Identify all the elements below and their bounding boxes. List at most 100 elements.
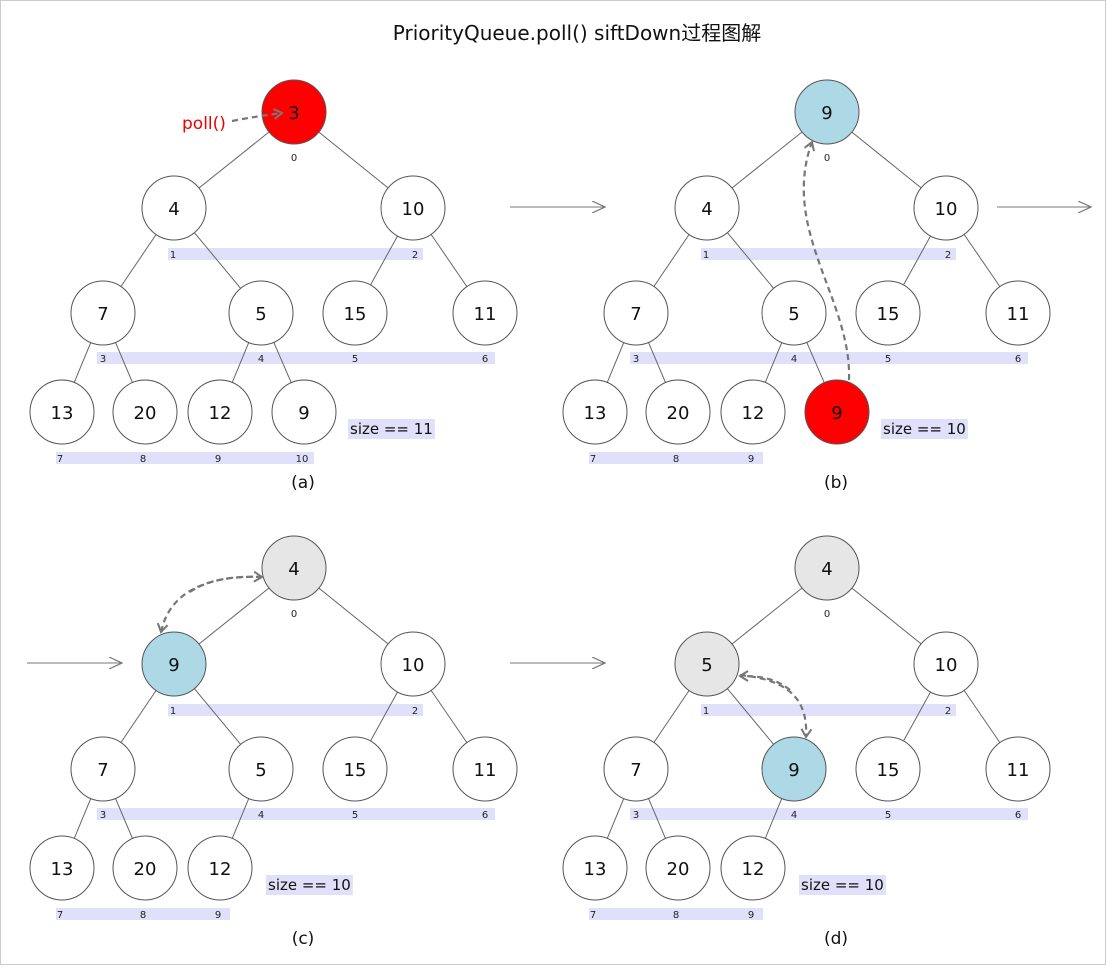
- node-index: 10: [296, 454, 309, 465]
- node-value: 15: [877, 304, 900, 325]
- node-value: 11: [474, 760, 497, 781]
- heap-node: 41: [141, 175, 207, 261]
- heap-node: 90: [794, 79, 860, 164]
- node-index: 2: [412, 250, 418, 261]
- node-value: 13: [51, 859, 74, 880]
- node-circle: [645, 835, 711, 901]
- node-index: 7: [590, 910, 596, 921]
- heap-node: 155: [322, 280, 388, 365]
- node-value: 7: [97, 760, 108, 781]
- size-label: size == 10: [799, 875, 886, 895]
- index-band: [701, 704, 956, 716]
- tree-edge: [606, 798, 625, 839]
- diagram-title: PriorityQueue.poll() siftDown过程图解: [393, 21, 761, 45]
- node-index: 5: [352, 810, 358, 821]
- heap-node: 155: [855, 736, 921, 821]
- heap-node: 54: [228, 736, 294, 821]
- heap-node: 91: [141, 631, 207, 717]
- node-circle: [261, 535, 327, 601]
- node-value: 3: [288, 103, 299, 124]
- node-circle: [70, 280, 136, 346]
- node-index: 7: [57, 910, 63, 921]
- node-circle: [29, 835, 95, 901]
- node-circle: [855, 736, 921, 802]
- heap-node: 116: [452, 736, 518, 821]
- node-index: 4: [258, 810, 264, 821]
- node-circle: [380, 631, 446, 697]
- panel-caption: (d): [824, 929, 848, 949]
- panel-caption: (b): [824, 473, 848, 493]
- node-circle: [562, 379, 628, 445]
- heap-node: 13 7: [562, 835, 628, 921]
- node-value: 12: [209, 403, 232, 424]
- size-label-text: size == 10: [268, 876, 351, 894]
- node-value: 4: [288, 559, 299, 580]
- node-index: 6: [1015, 354, 1021, 365]
- poll-dashed-arrow: [231, 108, 284, 123]
- node-value: 5: [788, 304, 799, 325]
- node-index: 1: [703, 250, 709, 261]
- heap-node: 155: [855, 280, 921, 365]
- tree-edge: [653, 234, 690, 287]
- node-circle: [141, 175, 207, 241]
- node-index: 9: [748, 454, 754, 465]
- node-circle: [562, 835, 628, 901]
- tree-edge: [963, 690, 1001, 743]
- index-band: [56, 452, 314, 464]
- node-index: 4: [791, 354, 797, 365]
- node-value: 10: [935, 655, 958, 676]
- node-index: 3: [100, 810, 106, 821]
- node-circle: [452, 280, 518, 346]
- node-value: 9: [788, 760, 799, 781]
- node-circle: [228, 280, 294, 346]
- tree-edge: [731, 587, 803, 645]
- tree-edge: [370, 691, 398, 742]
- node-value: 13: [51, 403, 74, 424]
- node-circle: [985, 736, 1051, 802]
- node-circle: [112, 379, 178, 445]
- node-value: 9: [821, 103, 832, 124]
- heap-node: 208: [645, 835, 711, 921]
- node-circle: [452, 736, 518, 802]
- node-circle: [761, 280, 827, 346]
- annotations-layer: poll(): [156, 108, 851, 739]
- index-band: [97, 352, 495, 364]
- node-index: 8: [673, 454, 679, 465]
- tree-edge: [198, 131, 270, 189]
- heap-node: 208: [645, 379, 711, 465]
- heap-node: 116: [985, 736, 1051, 821]
- node-circle: [322, 280, 388, 346]
- node-value: 5: [255, 760, 266, 781]
- tree-edge: [430, 234, 468, 287]
- tree-edge: [115, 342, 133, 383]
- index-band: [168, 248, 423, 260]
- heap-node: 13 7: [29, 835, 95, 921]
- node-index: 3: [100, 354, 106, 365]
- node-value: 5: [701, 655, 712, 676]
- node-value: 7: [97, 304, 108, 325]
- node-value: 9: [298, 403, 309, 424]
- index-band: [97, 808, 495, 820]
- size-label: size == 11: [348, 419, 435, 439]
- node-value: 13: [584, 859, 607, 880]
- tree-edge: [318, 587, 389, 645]
- node-circle: [70, 736, 136, 802]
- node-index: 9: [748, 910, 754, 921]
- tree-edge: [903, 691, 931, 742]
- heap-node: 30: [261, 79, 327, 164]
- heap-node: 40: [261, 535, 327, 620]
- node-circle: [603, 280, 669, 346]
- size-label-bg: [799, 875, 886, 895]
- node-value: 12: [742, 859, 765, 880]
- node-circle: [720, 835, 786, 901]
- index-band: [168, 704, 423, 716]
- node-value: 12: [742, 403, 765, 424]
- heap-node: 73: [70, 736, 136, 821]
- node-value: 7: [630, 304, 641, 325]
- swap-root-arrow: [156, 575, 263, 634]
- node-circle: [794, 79, 860, 145]
- node-index: 0: [291, 153, 297, 164]
